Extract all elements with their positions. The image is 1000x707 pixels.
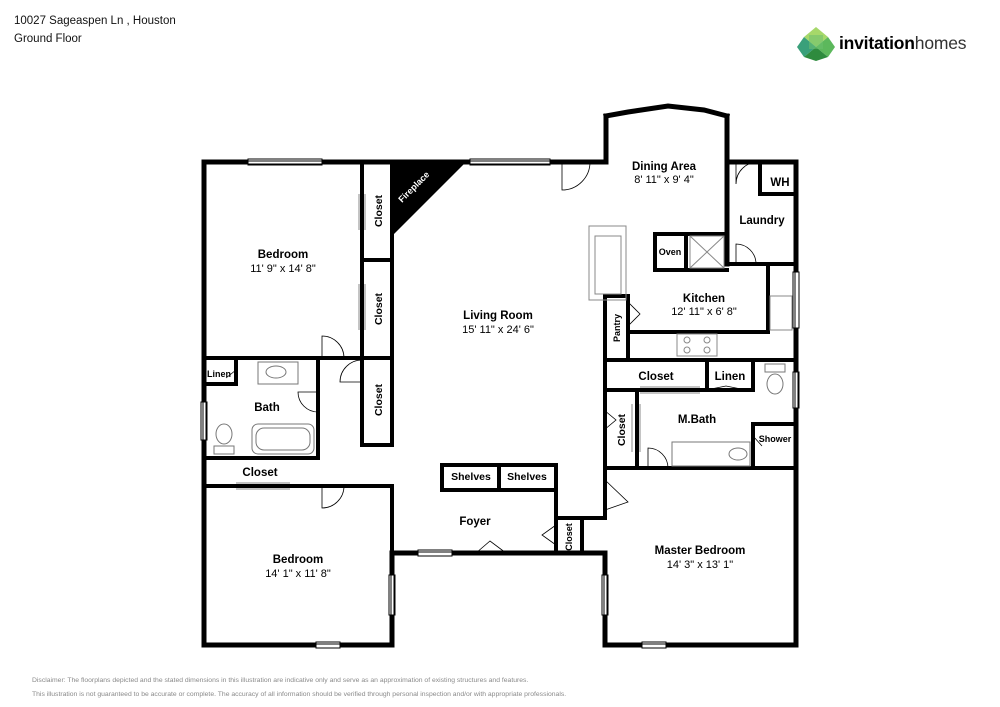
room-pantry-name: Pantry — [612, 314, 622, 342]
room-laundry-name: Laundry — [739, 215, 785, 227]
room-shelves2-name: Shelves — [507, 471, 547, 483]
disclaimer: Disclaimer: The floorplans depicted and … — [32, 674, 566, 702]
doors — [225, 161, 763, 554]
room-kitchen-dim: 12' 11" x 6' 8" — [671, 306, 737, 318]
brand-wordmark: invitationhomes — [839, 32, 967, 54]
room-wh-name: WH — [770, 177, 789, 189]
room-closet-mb-name: Closet — [616, 413, 628, 446]
closet-doors — [236, 194, 700, 490]
room-mbath-name: M.Bath — [678, 414, 716, 426]
floor-label: Ground Floor — [14, 33, 82, 45]
room-bedroom2-name: Bedroom — [273, 554, 323, 566]
windows — [200, 158, 800, 649]
room-closet-m-name: Closet — [638, 371, 673, 383]
room-master-dim: 14' 3" x 13' 1" — [667, 559, 734, 571]
disclaimer-line-1: Disclaimer: The floorplans depicted and … — [32, 677, 529, 684]
room-linen2-name: Linen — [715, 371, 746, 383]
property-header: 10027 Sageaspen Ln , Houston Ground Floo… — [14, 12, 176, 48]
room-oven-name: Oven — [659, 247, 682, 257]
room-bath-name: Bath — [254, 402, 280, 414]
room-bedroom1-dim: 11' 9" x 14' 8" — [250, 263, 316, 275]
disclaimer-line-2: This illustration is not guaranteed to b… — [32, 691, 567, 698]
room-shower-name: Shower — [759, 434, 792, 444]
room-closet-d-name: Closet — [242, 467, 277, 479]
room-shelves1-name: Shelves — [451, 471, 491, 483]
room-living-dim: 15' 11" x 24' 6" — [462, 324, 534, 336]
room-dining-name: Dining Area — [632, 161, 697, 173]
room-linen1-name: Linen — [207, 369, 231, 379]
bath-fixtures — [213, 361, 786, 467]
room-dining-dim: 8' 11" x 9' 4" — [634, 174, 694, 186]
interior-walls — [202, 160, 798, 555]
room-bedroom1-name: Bedroom — [258, 249, 308, 261]
room-bedroom2-dim: 14' 1" x 11' 8" — [265, 568, 331, 580]
room-foyer-name: Foyer — [459, 516, 491, 528]
room-master-name: Master Bedroom — [655, 545, 746, 557]
brand-name-bold: invitation — [839, 32, 915, 53]
room-closet-c-name: Closet — [373, 383, 385, 416]
brand-logo: invitationhomes — [797, 25, 987, 61]
room-living-name: Living Room — [463, 310, 533, 322]
brand-name-regular: homes — [914, 32, 967, 53]
room-closet-a-name: Closet — [373, 194, 385, 227]
kitchen-counters — [588, 225, 793, 357]
room-kitchen-name: Kitchen — [683, 293, 725, 305]
brand-mark-icon — [797, 27, 835, 61]
room-closet-b-name: Closet — [373, 292, 385, 325]
fireplace-block — [392, 162, 466, 236]
property-address: 10027 Sageaspen Ln , Houston — [14, 15, 176, 27]
room-closet-e-name: Closet — [564, 523, 574, 551]
